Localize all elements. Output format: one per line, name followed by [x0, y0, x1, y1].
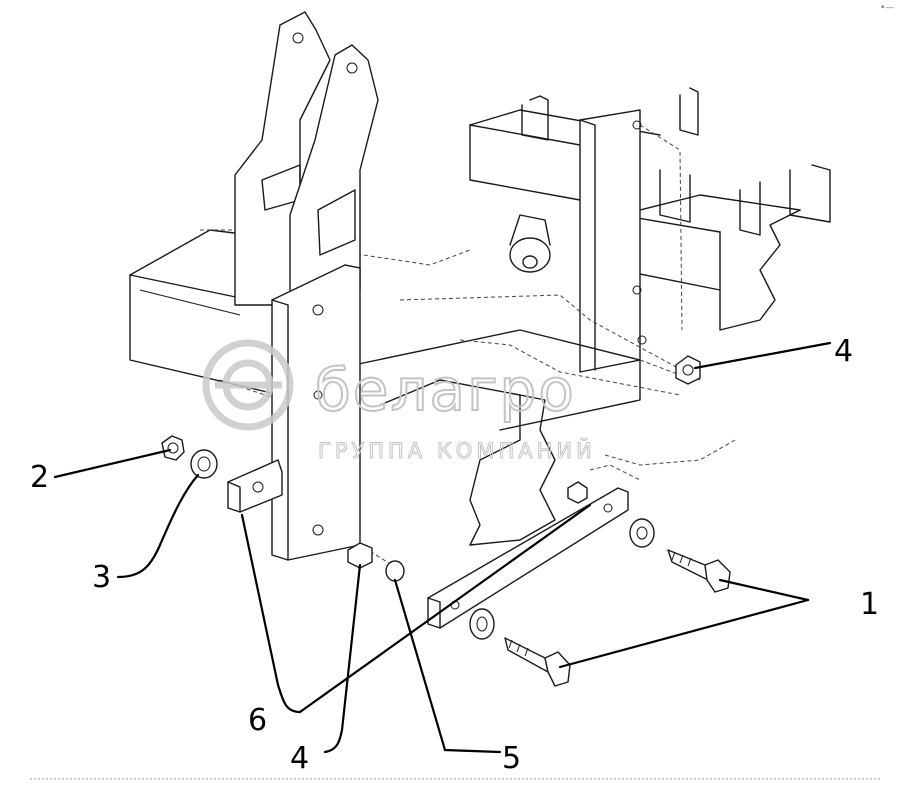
- callout-1: 1: [860, 587, 879, 622]
- hardware: [161, 355, 731, 687]
- front-plate: [271, 264, 361, 561]
- callout-5: 5: [502, 741, 521, 776]
- watermark-brand: белагро: [315, 356, 576, 424]
- frame-beams: [129, 87, 831, 571]
- corner-mark: •—: [880, 3, 894, 13]
- leader-lines: [53, 341, 832, 754]
- callout-4-bottom: 4: [290, 741, 309, 776]
- callout-2: 2: [30, 460, 49, 495]
- callout-3: 3: [92, 560, 111, 595]
- callout-4-top: 4: [834, 334, 853, 369]
- callout-6: 6: [248, 703, 267, 738]
- watermark-logo: [202, 339, 294, 431]
- watermark-subtitle: ГРУППА КОМПАНИЙ: [318, 438, 596, 463]
- lifting-plates: [234, 11, 379, 306]
